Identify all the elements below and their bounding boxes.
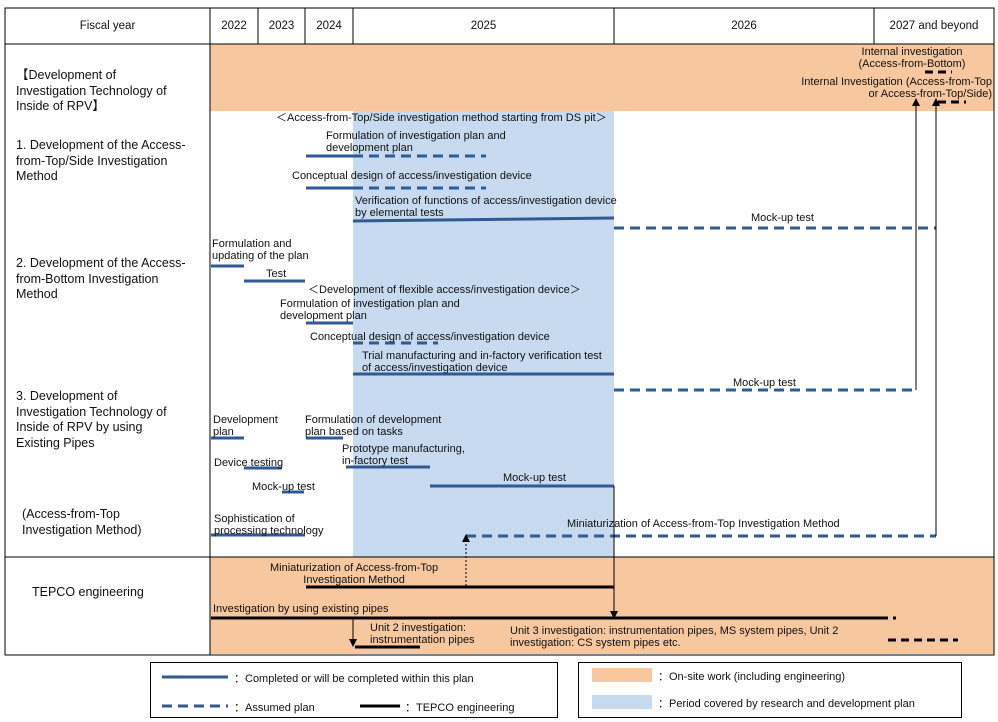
label-internal-bottom: Internal investigation (Access-from-Bott… [858, 46, 966, 70]
tepco-dashed-lines [880, 70, 966, 642]
header-fiscal-year: Fiscal year [79, 19, 136, 32]
label-conceptual1: Conceptual design of access/investigatio… [292, 170, 532, 182]
label-sophistication: Sophistication of processing technology [214, 513, 324, 537]
row-dev-title: 【Development of Investigation Technology… [16, 68, 167, 113]
label-internal-top: Internal Investigation (Access-from-Top … [801, 76, 992, 100]
period-area [353, 111, 614, 557]
legend-completed: ：Completed or will be completed within t… [234, 673, 474, 685]
label-ds-pit: ＜Access-from-Top/Side investigation meth… [276, 112, 607, 124]
label-unit2: Unit 2 investigation: instrumentation pi… [370, 622, 475, 646]
legend-graphics [162, 668, 652, 709]
connector-lines [352, 102, 937, 643]
label-formulation-tasks: Formulation of development plan based on… [305, 414, 442, 438]
label-formulation-plan1: Formulation of investigation plan and de… [326, 130, 506, 154]
onsite-area-top [210, 44, 994, 111]
label-unit3: Unit 3 investigation: instrumentation pi… [510, 625, 839, 649]
tepco-lines [211, 585, 880, 649]
header-year-2022: 2022 [221, 19, 247, 32]
label-prototype: Prototype manufacturing, in-factory test [342, 443, 465, 467]
label-test: Test [266, 268, 287, 280]
onsite-area-tepco [210, 557, 994, 654]
row-item1: 1. Development of the Access- from-Top/S… [16, 138, 186, 183]
label-mockup3: Mock-up test [252, 481, 315, 493]
header-year-2024: 2024 [316, 19, 342, 32]
legend-assumed: ：Assumed plan [234, 702, 315, 714]
header-year-2027: 2027 and beyond [889, 19, 979, 32]
row-tepco: TEPCO engineering [32, 585, 144, 599]
row-item2: 2. Development of the Access- from-Botto… [16, 256, 186, 301]
header-year-2025: 2025 [470, 19, 497, 32]
assumed-lines [353, 154, 936, 538]
label-trial: Trial manufacturing and in-factory verif… [362, 350, 602, 374]
header-year-2026: 2026 [731, 19, 757, 32]
label-device-testing: Device testing [214, 457, 284, 469]
label-existing-pipes: Investigation by using existing pipes [213, 603, 389, 615]
row-access-top: (Access-from-Top Investigation Method) [22, 507, 142, 537]
legend-tepco: ：TEPCO engineering [405, 702, 515, 714]
label-mockup2: Mock-up test [733, 377, 796, 389]
label-dev-plan: Development plan [213, 414, 278, 438]
label-miniaturization: Miniaturization of Access-from-Top Inves… [567, 518, 840, 530]
legend-box-areas [578, 662, 962, 718]
label-formulation-updating: Formulation and updating of the plan [212, 238, 309, 262]
label-tepco-mini: Miniaturization of Access-from-Top Inves… [270, 562, 439, 586]
arrow-heads [349, 98, 940, 647]
label-mockup1: Mock-up test [751, 212, 814, 224]
label-verification: Verification of functions of access/inve… [355, 195, 617, 219]
header-year-2023: 2023 [268, 19, 295, 32]
legend-onsite: ：On-site work (including engineering) [658, 671, 846, 683]
legend-period: ：Period covered by research and developm… [658, 698, 915, 710]
label-mockup4: Mock-up test [503, 472, 566, 484]
completed-lines [211, 154, 615, 537]
label-conceptual2: Conceptual design of access/investigatio… [310, 331, 550, 343]
label-formulation-plan2: Formulation of investigation plan and de… [280, 298, 460, 322]
label-flexible: ＜Development of flexible access/investig… [308, 284, 581, 296]
row-item3: 3. Development of Investigation Technolo… [16, 389, 167, 450]
legend-box-lines [150, 662, 558, 718]
